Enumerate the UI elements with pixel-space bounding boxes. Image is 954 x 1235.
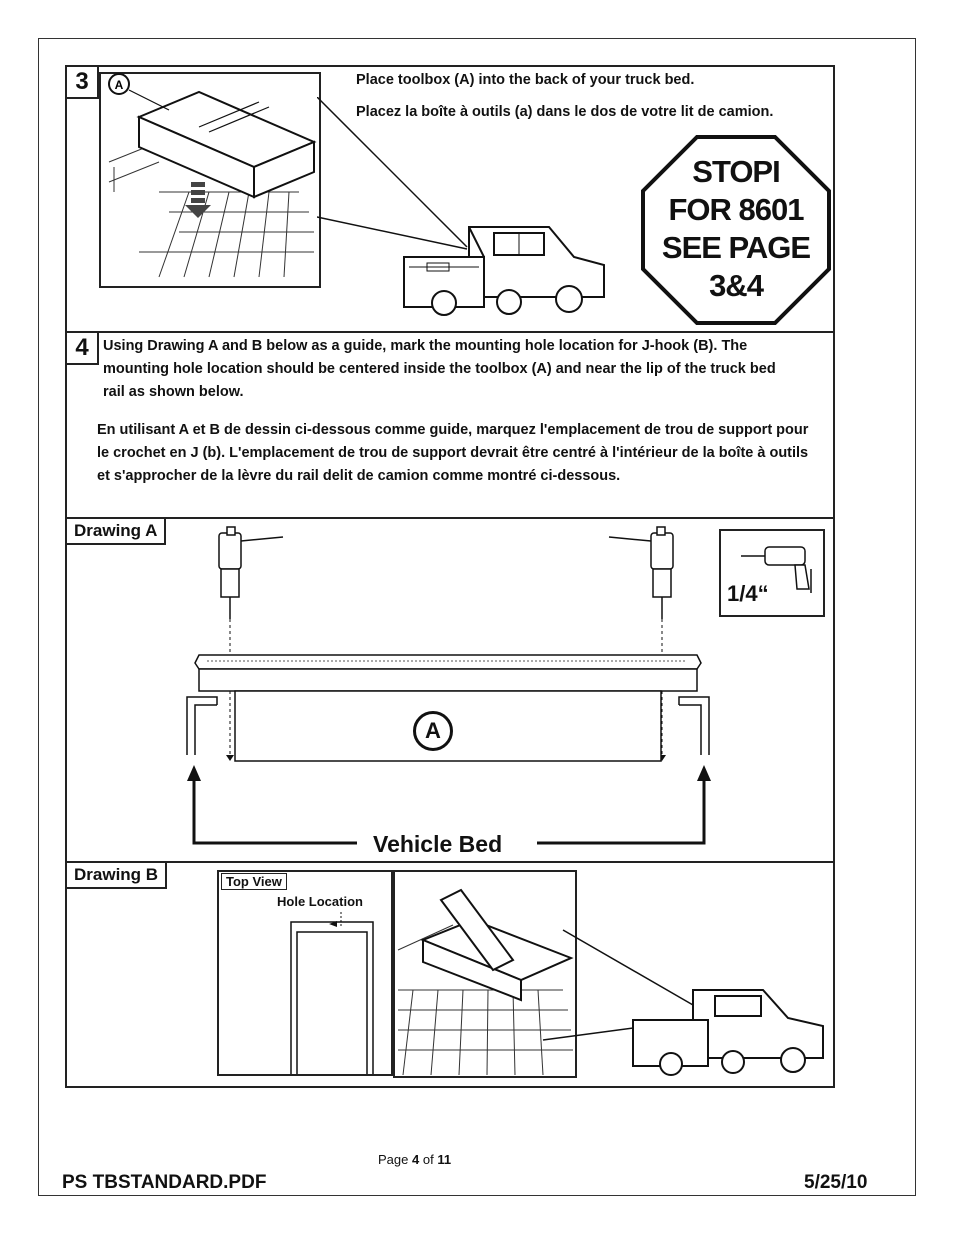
step-3-text-en: Place toolbox (A) into the back of your …: [356, 72, 695, 88]
page-number: Page 4 of 11: [378, 1152, 451, 1167]
step-4-text-en: Using Drawing A and B below as a guide, …: [103, 338, 776, 400]
page-total: 11: [437, 1152, 452, 1167]
stop-line-2: FOR 8601: [668, 192, 804, 227]
truck-illustration: [403, 226, 605, 316]
step-4-number: 4: [67, 333, 99, 365]
stop-line-3: SEE PAGE: [661, 230, 811, 265]
toolbox-a-callout: A: [413, 711, 453, 751]
top-view-label: Top View: [221, 873, 287, 890]
step-4-section: 4 Using Drawing A and B below as a guide…: [67, 333, 833, 519]
step-3-text-fr: Placez la boîte à outils (a) dans le dos…: [356, 104, 774, 120]
right-drill-icon: [608, 526, 674, 619]
toolbox-perspective-illustration: [393, 870, 824, 1078]
left-drill-icon: [218, 526, 284, 619]
page-of: of: [422, 1152, 434, 1167]
hole-location-label: Hole Location: [277, 894, 363, 909]
toolbox-install-illustration: A: [99, 72, 321, 288]
page-frame: [38, 38, 916, 1196]
page-prefix: Page: [378, 1152, 409, 1167]
step-3-section: 3: [67, 67, 833, 333]
top-view-panel: Top View Hole Location: [217, 870, 393, 1076]
vehicle-bed-label: Vehicle Bed: [367, 831, 509, 858]
footer-filename: PS TBSTANDARD.PDF: [62, 1172, 267, 1193]
drawing-b-section: Drawing B Top View Hole Location: [67, 863, 833, 1088]
callout-lines: [317, 97, 468, 250]
footer-date: 5/25/10: [804, 1172, 868, 1193]
drill-icon: [741, 546, 812, 593]
stop-line-4: 3&4: [709, 268, 764, 303]
top-view-diagram: [290, 912, 374, 1074]
drawing-b-label: Drawing B: [67, 863, 168, 889]
step-4-text-fr: En utilisant A et B de dessin ci-dessous…: [97, 422, 809, 484]
instruction-sheet: 3: [65, 65, 835, 1088]
step-3-number: 3: [67, 67, 99, 99]
page-current: 4: [412, 1152, 420, 1167]
drawing-a-label: Drawing A: [67, 519, 167, 545]
drill-bit-size: 1/4“: [727, 581, 769, 606]
stop-sign: STOPI FOR 8601 SEE PAGE 3&4: [641, 135, 831, 325]
toolbox-callout: A: [115, 78, 124, 92]
drill-bit-size-box: 1/4“: [719, 529, 825, 617]
stop-line-1: STOPI: [692, 154, 780, 189]
drawing-a-section: Drawing A: [67, 519, 833, 863]
